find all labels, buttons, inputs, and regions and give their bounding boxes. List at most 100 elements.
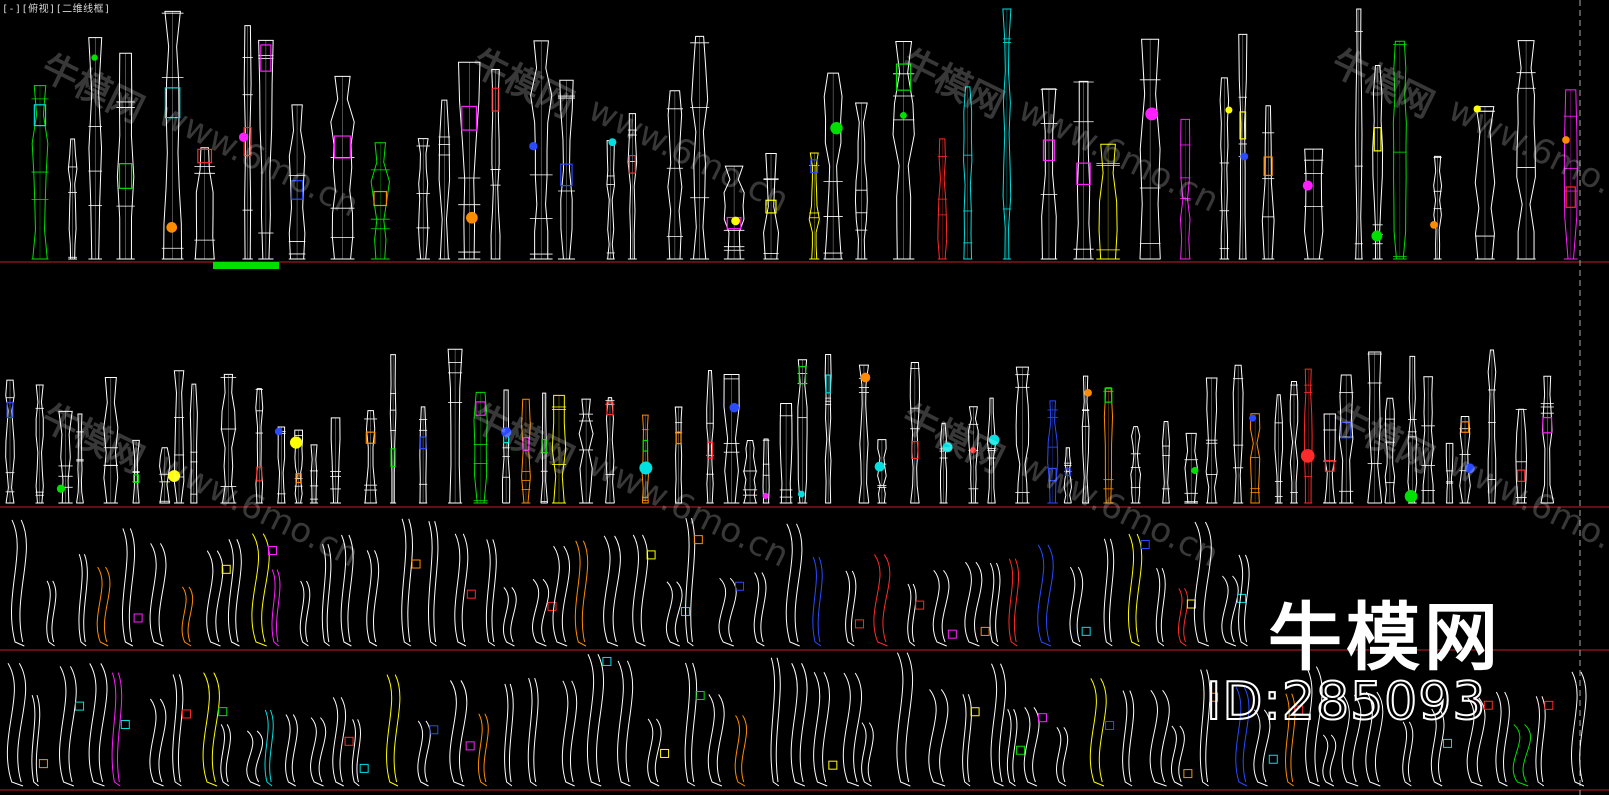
cabriole-leg-drawing: [1103, 538, 1115, 647]
leg-accent-detail: [1105, 720, 1115, 730]
leg-curve: [770, 657, 781, 787]
cabriole-leg-drawing: [1056, 727, 1069, 787]
cabriole-leg-drawing: [228, 539, 242, 647]
leg-accent-detail: [475, 401, 486, 416]
leg-accent-detail: [1294, 705, 1304, 715]
leg-curve: [1128, 533, 1143, 647]
leg-drawing: [1384, 397, 1396, 504]
leg-accent-detail: [1544, 700, 1554, 710]
dimension-marker: [797, 490, 805, 498]
leg-drawing: [447, 348, 463, 504]
leg-drawing: [288, 104, 306, 260]
cabriole-leg-drawing: [1535, 696, 1554, 787]
cabriole-leg-drawing: [31, 694, 48, 787]
leg-accent-detail: [218, 707, 228, 717]
leg-accent-detail: [1209, 692, 1219, 702]
leg-outline: [288, 104, 306, 260]
leg-accent-detail: [646, 550, 656, 560]
cabriole-leg-drawing: [172, 674, 191, 787]
leg-curve: [532, 578, 550, 647]
cabriole-leg-drawing: [285, 714, 298, 787]
leg-outline: [1289, 380, 1299, 504]
cabriole-leg-drawing: [46, 580, 57, 647]
leg-curve: [527, 677, 539, 787]
leg-outline: [987, 397, 997, 504]
leg-drawing: [1205, 377, 1218, 504]
leg-outline: [808, 152, 820, 260]
leg-accent-detail: [1042, 139, 1055, 162]
leg-accent-detail: [1340, 421, 1352, 439]
leg-drawing: [67, 138, 78, 260]
dimension-marker: [466, 211, 478, 224]
leg-accent-detail: [915, 600, 925, 610]
leg-drawing: [763, 152, 780, 260]
leg-accent-detail: [660, 748, 670, 758]
leg-drawing: [606, 138, 617, 260]
cabriole-leg-drawing: [1089, 678, 1115, 787]
leg-accent-detail: [825, 374, 831, 394]
leg-outline: [255, 388, 264, 504]
leg-drawing: [1179, 118, 1191, 260]
leg-accent-detail: [1140, 539, 1150, 549]
leg-accent-detail: [1081, 626, 1091, 636]
leg-accent-detail: [911, 441, 919, 460]
viewport-label[interactable]: [-][俯视][二维线框]: [2, 4, 111, 15]
leg-accent-detail: [1268, 754, 1278, 764]
leg-curve: [665, 581, 683, 647]
leg-outline: [1047, 400, 1059, 504]
leg-curve: [504, 683, 514, 787]
leg-curve: [1253, 709, 1271, 787]
leg-outline: [277, 426, 286, 504]
leg-accent-detail: [522, 437, 530, 451]
dimension-marker: [1300, 448, 1315, 463]
leg-outline: [1421, 376, 1435, 504]
leg-drawing: [490, 68, 501, 260]
leg-drawing: [937, 138, 948, 260]
leg-accent-detail: [1186, 599, 1196, 609]
dimension-marker: [1145, 107, 1159, 121]
leg-drawing: [1261, 105, 1275, 260]
leg-accent-detail: [1237, 593, 1247, 603]
cabriole-leg-drawing: [366, 550, 380, 647]
leg-drawing: [1063, 447, 1072, 504]
dimension-marker: [1465, 463, 1475, 474]
leg-curve: [1155, 567, 1166, 647]
leg-accent-detail: [344, 736, 354, 746]
leg-outline: [1205, 377, 1218, 504]
leg-drawing: [31, 85, 49, 260]
leg-accent-detail: [895, 63, 912, 91]
leg-accent-detail: [411, 559, 421, 569]
leg-drawing: [258, 39, 274, 260]
leg-drawing: [1047, 400, 1059, 504]
leg-outline: [1354, 8, 1363, 260]
leg-drawing: [1162, 421, 1170, 504]
model-id-label: ID:285093: [1205, 671, 1487, 733]
leg-outline: [242, 25, 253, 260]
cabriole-leg-drawing: [1512, 724, 1531, 787]
leg-curve: [228, 539, 242, 647]
cabriole-leg-drawing: [603, 535, 621, 647]
leg-drawing: [858, 364, 871, 504]
leg-curve: [1089, 678, 1107, 787]
cabriole-leg-drawing: [770, 657, 781, 787]
leg-curve: [989, 562, 1001, 647]
cabriole-leg-drawing: [149, 543, 167, 647]
cabriole-leg-drawing: [552, 545, 570, 647]
cabriole-leg-drawing: [532, 578, 557, 647]
leg-outline: [1103, 387, 1114, 504]
dimension-marker: [1473, 105, 1481, 113]
cabriole-leg-drawing: [1571, 671, 1587, 787]
leg-outline: [5, 379, 15, 504]
cabriole-leg-drawing: [990, 663, 1007, 787]
dimension-marker: [1249, 414, 1257, 422]
cabriole-leg-drawing: [1466, 697, 1493, 787]
leg-curve: [31, 694, 41, 787]
leg-drawing: [132, 439, 140, 504]
leg-outline: [1040, 88, 1058, 260]
leg-drawing: [501, 389, 512, 504]
leg-accent-detail: [1324, 459, 1335, 472]
leg-outline: [1563, 89, 1578, 260]
leg-accent-detail: [854, 619, 864, 629]
cabriole-leg-drawing: [1023, 706, 1047, 787]
